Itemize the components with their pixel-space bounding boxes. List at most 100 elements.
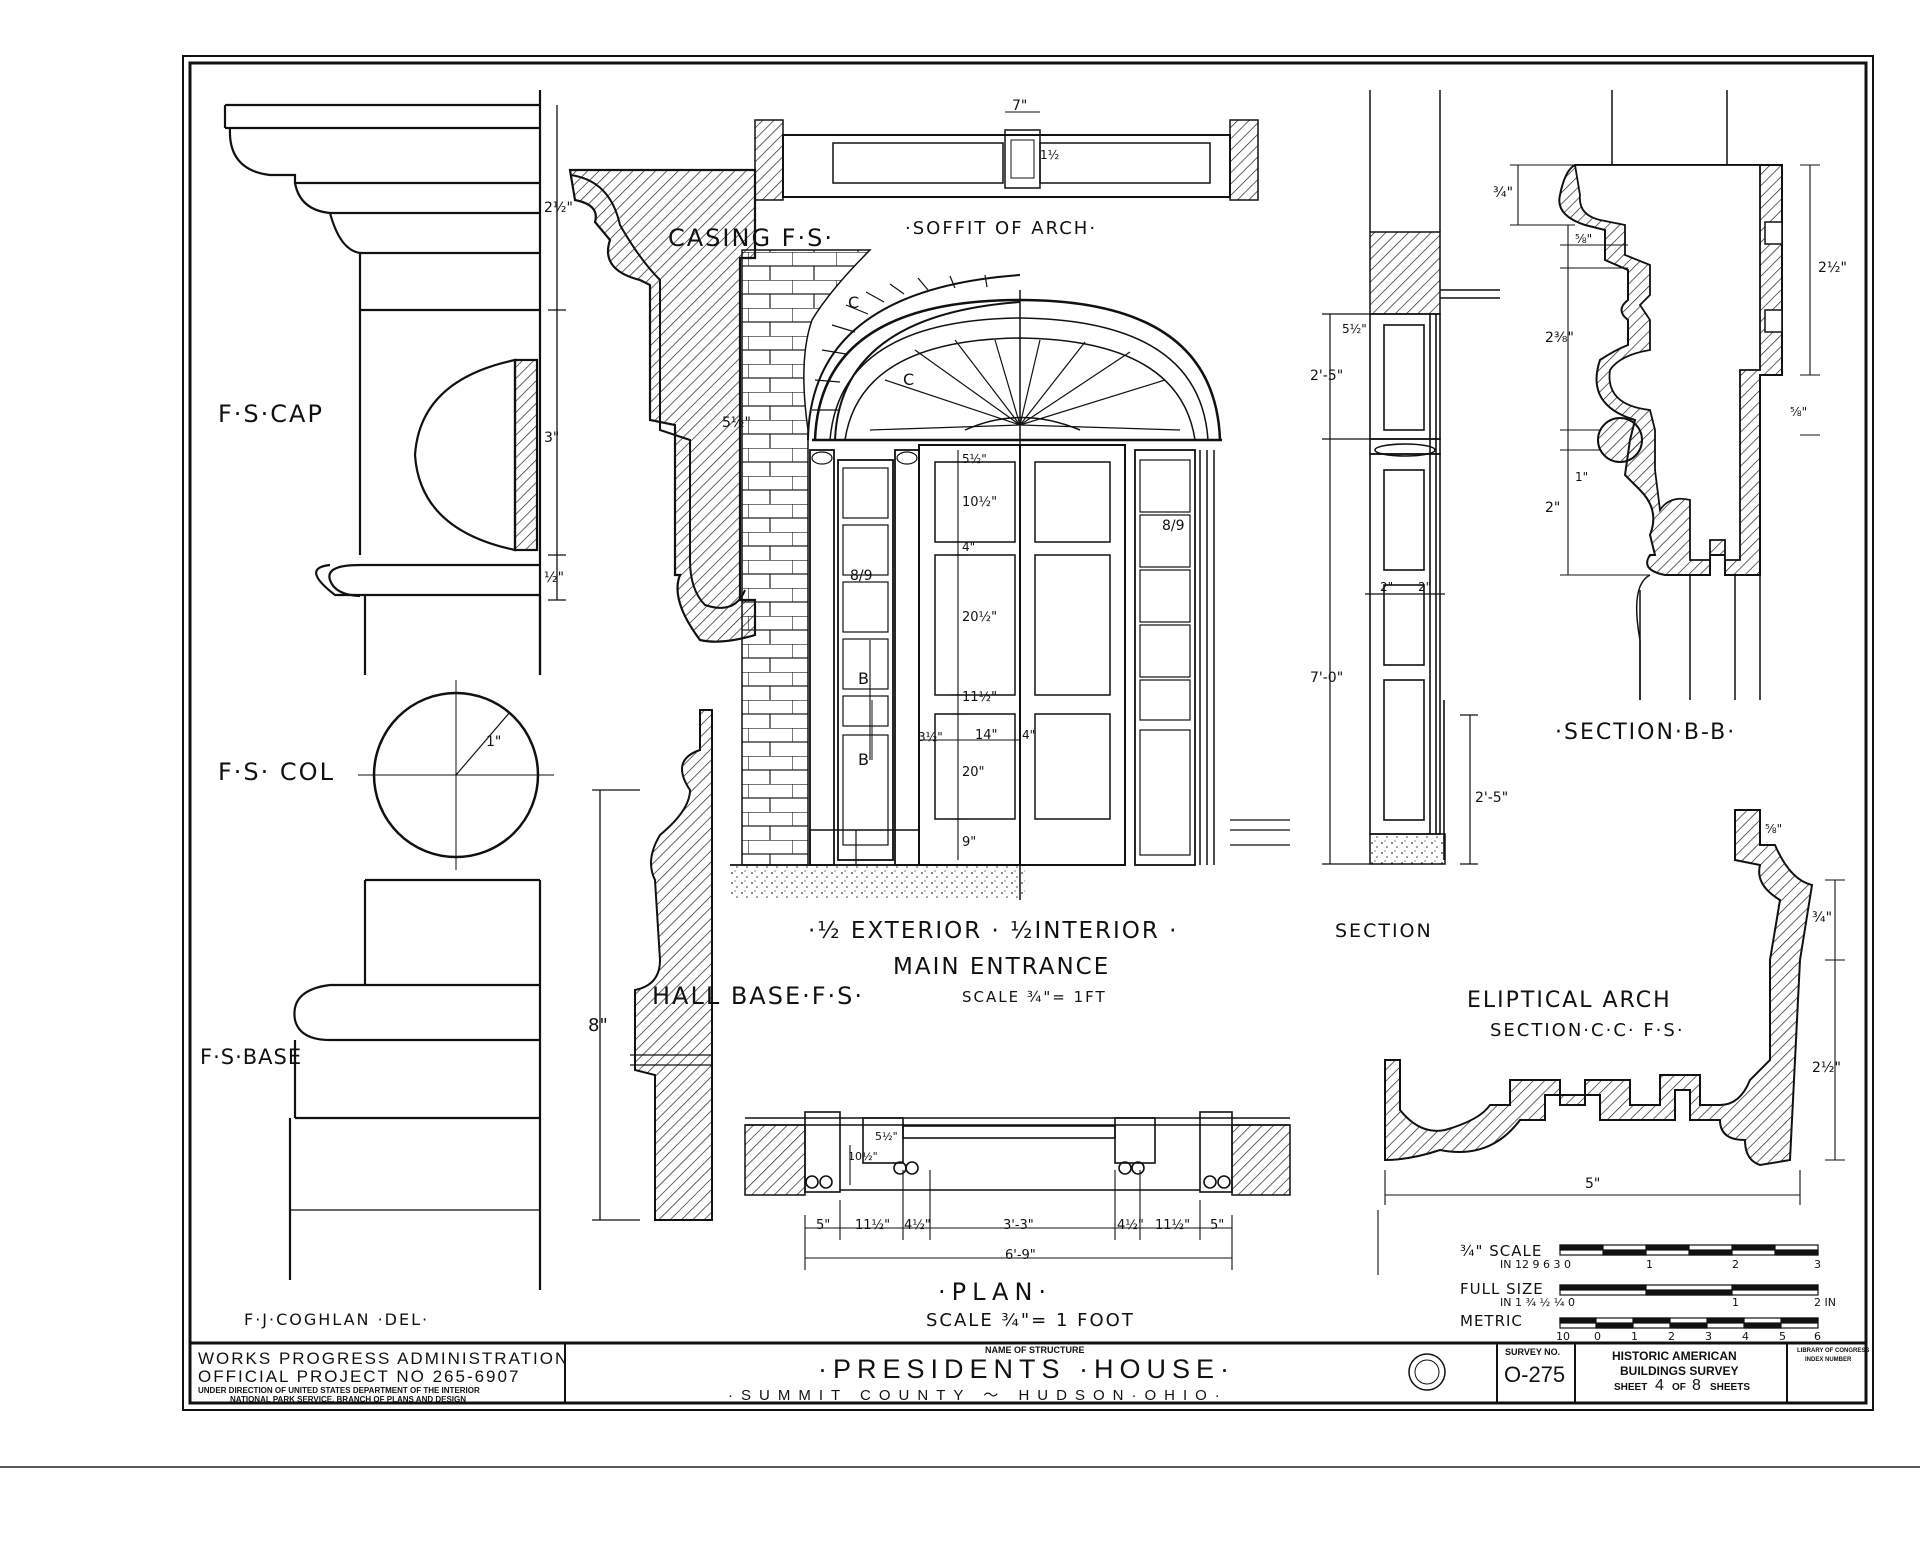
mark-c-arch: C [848,293,860,312]
fs-col-label: F·S· COL [218,758,335,786]
sheet-border [0,55,1920,1468]
dim-soffit-small: 1½ [1040,148,1060,162]
dim-plan-33: 3'-3" [1003,1218,1034,1233]
section-bb [1510,90,1820,700]
sheet-word: SHEET [1614,1382,1648,1393]
scale-metric-mark: 2 [1668,1330,1675,1343]
dim-cc-22: 2½" [1812,1060,1841,1076]
lights-right: 8/9 [1162,518,1185,534]
lights-left: 8/9 [850,568,873,584]
casing-profile [568,168,757,643]
scale-metric-mark: 1 [1631,1330,1638,1343]
dim-cap-top: 2½" [544,200,573,216]
main-entrance-elevation [730,249,1290,900]
structure-name: ·PRESIDENTS ·HOUSE· [818,1354,1236,1384]
dim-plan-52: 5½" [875,1130,898,1143]
dim-door-20a: 20½" [962,610,998,625]
scale-metric-mark: 4 [1742,1330,1749,1343]
survey-number: O-275 [1504,1362,1566,1387]
eliptical-arch-section [1377,809,1845,1275]
eliptical-arch-label: ELIPTICAL ARCH [1467,988,1672,1013]
dim-plan-5a: 5" [816,1218,831,1233]
dim-section-2b: 2" [1418,580,1432,594]
dim-hall-base-height: 8" [588,1015,608,1036]
dim-door-3: 3½" [918,730,943,744]
scale-full-size-label: FULL SIZE [1460,1280,1544,1298]
title-block-frame [190,1341,1866,1403]
name-of-structure-caption: NAME OF STRUCTURE [985,1345,1085,1355]
plan-title: ·PLAN· [938,1278,1053,1306]
dim-door-4: 4" [962,540,976,554]
dim-bb-21: 2½" [1818,260,1847,276]
dim-plan-5b: 5" [1210,1218,1225,1233]
mark-c-fan: C [903,370,915,389]
wpa-line-3: UNDER DIRECTION OF UNITED STATES DEPARTM… [198,1386,480,1395]
dim-door-11: 11½" [962,690,998,705]
scale-metric-mark: 10 [1556,1330,1570,1343]
dim-cap-bottom: ½" [544,570,565,586]
dim-bb-2: 2" [1545,500,1561,516]
scale-full-size-units: IN 1 ¾ ½ ¼ 0 [1500,1296,1575,1309]
dim-section-25b: 2'-5" [1475,790,1509,806]
scale-three-quarter-mark: 2 [1732,1258,1739,1271]
plan-scale: SCALE ¾"= 1 FOOT [926,1310,1135,1331]
loc-line-1: LIBRARY OF CONGRESS [1797,1348,1870,1354]
loc-line-2: INDEX NUMBER [1805,1357,1852,1363]
mark-b-upper: B [858,669,869,688]
dim-door-4b: 4" [1022,728,1036,742]
dim-door-10: 10½" [962,495,998,510]
dim-bb-58b: ⅝" [1790,405,1808,419]
dim-section-70: 7'-0" [1310,670,1344,686]
dim-door-20b: 20" [962,765,985,780]
dim-plan-11a: 11½" [855,1218,891,1233]
scale-three-quarter-mark: 1 [1646,1258,1653,1271]
wpa-line-1: WORKS PROGRESS ADMINISTRATION [198,1349,570,1368]
dim-section-52: 5½" [1342,322,1367,336]
dim-cap-mid: 3" [544,430,560,446]
sheets-word: SHEETS [1710,1382,1751,1393]
dim-door-14: 14" [975,728,998,743]
dim-casing-height: 5½" [722,415,751,431]
scale-metric-label: METRIC [1460,1312,1523,1330]
dim-door-5: 5½" [962,452,987,466]
fs-base-label: F·S·BASE [200,1045,303,1069]
scale-three-quarter-mark: 3 [1814,1258,1821,1271]
delineator-label: F·J·COGHLAN ·DEL· [244,1310,430,1329]
scale-metric-mark: 0 [1594,1330,1601,1343]
exterior-interior-label: ·½ EXTERIOR · ½INTERIOR · [808,918,1179,944]
of-word: OF [1672,1382,1686,1393]
dim-bb-12: 1" [1575,470,1589,484]
habs-line-2: BUILDINGS SURVEY [1620,1364,1739,1378]
dim-bb-34: ¾" [1493,185,1514,201]
hall-base-profile [630,709,713,1221]
hall-base-label: HALL BASE·F·S· [652,982,865,1010]
dim-plan-11b: 11½" [1155,1218,1191,1233]
door-section [1322,90,1500,865]
dim-soffit-width: 7" [1012,98,1028,114]
scale-full-size-mark: 2 IN [1814,1296,1836,1309]
main-entrance-scale: SCALE ¾"= 1FT [962,988,1107,1006]
dim-cc-5: 5" [1585,1176,1601,1192]
structure-location: ·SUMMIT COUNTY ～ HUDSON·OHIO· [728,1387,1228,1404]
scale-three-quarter-units: IN 12 9 6 3 0 [1500,1258,1571,1271]
soffit-of-arch [754,111,1259,201]
scale-metric-mark: 3 [1705,1330,1712,1343]
soffit-label: ·SOFFIT OF ARCH· [905,218,1098,239]
casing-label: CASING F·S· [668,224,834,252]
dim-plan-69: 6'-9" [1005,1248,1036,1263]
scale-metric-mark: 5 [1779,1330,1786,1343]
column-cap-profile [223,90,542,675]
dim-bb-28: 2⅜" [1545,330,1574,346]
dim-section-2a: 2" [1380,580,1394,594]
dim-plan-4a: 4½" [904,1218,931,1233]
dim-col-radius: 1" [486,734,502,750]
scale-metric-mark: 6 [1814,1330,1821,1343]
survey-number-caption: SURVEY NO. [1505,1347,1561,1357]
dim-plan-4b: 4½" [1117,1218,1144,1233]
section-cc-label: SECTION·C·C· F·S· [1490,1020,1685,1041]
sheet-number: 4 [1655,1377,1664,1394]
dim-cc-34: ¾" [1812,910,1833,926]
cap-dimension-line [548,105,566,601]
wpa-line-4: NATIONAL PARK SERVICE, BRANCH OF PLANS A… [230,1395,467,1404]
wpa-line-2: OFFICIAL PROJECT NO 265-6907 [198,1367,521,1386]
